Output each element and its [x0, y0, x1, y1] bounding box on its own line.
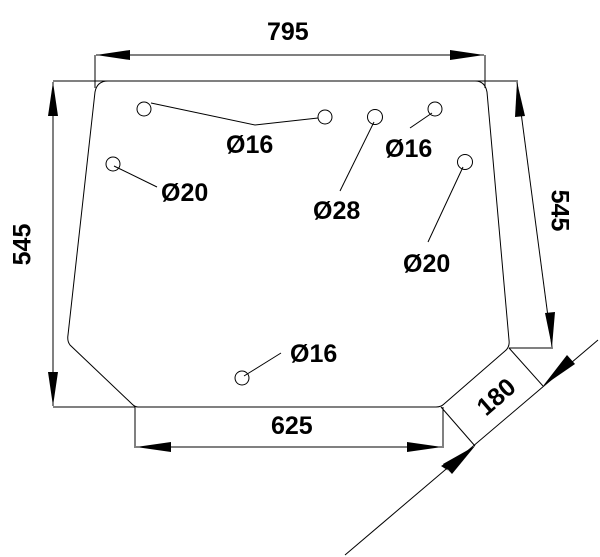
arrow-head-icon [450, 50, 484, 60]
dimension-right [475, 80, 555, 349]
arrow-head-icon [48, 82, 58, 116]
hole-label: Ø20 [403, 250, 451, 278]
dimension-bottom-label: 625 [271, 412, 313, 440]
dimension-left-label: 545 [8, 223, 37, 266]
hole-label: Ø16 [226, 131, 274, 159]
dimension-left [48, 80, 135, 408]
dimension-top [94, 50, 486, 88]
hole-label: Ø28 [313, 197, 361, 225]
hole-d16-topright [409, 101, 443, 129]
hole-label: Ø20 [161, 179, 209, 207]
arrow-head-icon [407, 442, 442, 452]
hole-d16-topleft [136, 101, 333, 126]
dimension-right-label: 545 [545, 189, 574, 232]
arrow-head-icon [515, 82, 525, 117]
arrow-head-icon [545, 312, 555, 347]
glass-outline [67, 80, 510, 408]
dimension-bottom [134, 407, 444, 452]
hole-d28-center [339, 109, 383, 192]
hole-d20-left [105, 156, 158, 188]
hole-d16-bottom [234, 352, 282, 386]
dimension-top-label: 795 [267, 18, 309, 46]
arrow-head-icon [136, 442, 171, 452]
arrow-head-icon [96, 50, 130, 60]
hole-label: Ø16 [385, 135, 433, 163]
dimension-chamfer [344, 339, 599, 556]
arrow-head-icon [48, 372, 58, 406]
hole-label: Ø16 [290, 340, 338, 368]
hole-d20-right [427, 154, 473, 243]
